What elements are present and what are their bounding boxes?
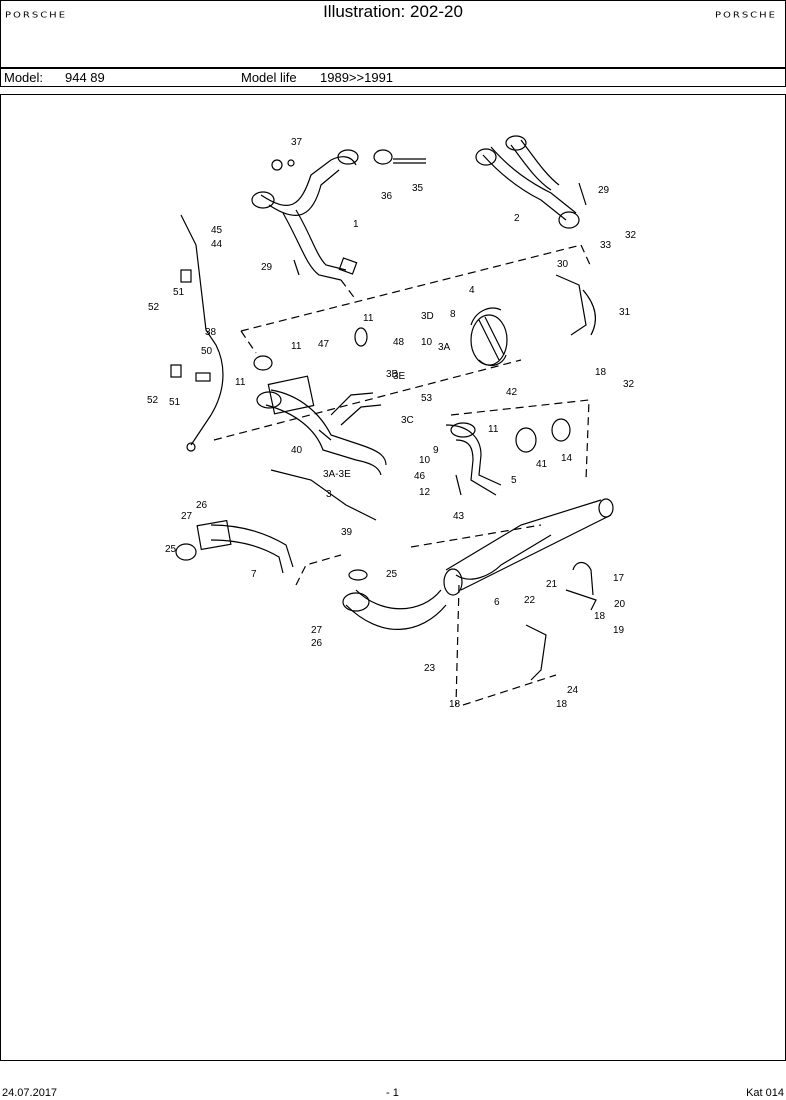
callout-32: 32 (623, 379, 635, 390)
callout-4: 4 (469, 285, 475, 296)
callout-8: 8 (450, 309, 456, 320)
callout-45: 45 (211, 225, 223, 236)
callout-43: 43 (453, 511, 465, 522)
model-label: Model: (4, 70, 44, 85)
exhaust-system-drawing (170, 135, 614, 706)
callout-51: 51 (173, 287, 185, 298)
callout-3b: 3B (386, 369, 399, 380)
callout-32: 32 (625, 230, 637, 241)
callout-22: 22 (524, 595, 536, 606)
header: PORSCHE Illustration: 202-20 PORSCHE (0, 0, 786, 68)
callout-36: 36 (381, 191, 393, 202)
manifold-part-2 (475, 135, 580, 229)
callout-46: 46 (414, 471, 426, 482)
front-pipe-assembly (253, 327, 387, 476)
part-7-lower-pipes (175, 519, 447, 630)
callout-25: 25 (386, 569, 398, 580)
callout-11: 11 (291, 341, 302, 352)
callout-27: 27 (311, 625, 323, 636)
callout-40: 40 (291, 445, 303, 456)
callout-48: 48 (393, 337, 405, 348)
callout-35: 35 (412, 183, 424, 194)
callout-44: 44 (211, 239, 223, 250)
callout-3e: 3E (393, 371, 406, 382)
part-5-pipe (445, 418, 571, 496)
callout-29: 29 (261, 262, 273, 273)
callout-10: 10 (421, 337, 433, 348)
callout-26: 26 (311, 638, 323, 649)
callout-3c: 3C (401, 415, 414, 426)
callout-31: 31 (619, 307, 631, 318)
model-life-label: Model life (241, 70, 297, 85)
callout-2: 2 (514, 213, 520, 224)
model-value: 944 89 (65, 70, 105, 85)
callout-17: 17 (613, 573, 625, 584)
callout-33: 33 (600, 240, 612, 251)
callout-6: 6 (494, 597, 500, 608)
callout-42: 42 (506, 387, 518, 398)
callout-18: 18 (595, 367, 607, 378)
callout-11: 11 (363, 313, 374, 324)
callout-29: 29 (598, 185, 610, 196)
page-title: Illustration: 202-20 (323, 2, 463, 21)
part-6-catalytic-converter (443, 498, 614, 596)
part-38-sensor-lead (180, 214, 377, 521)
callout-50: 50 (201, 346, 213, 357)
top-fasteners (271, 149, 587, 276)
brackets (170, 269, 597, 681)
callout-47: 47 (318, 339, 330, 350)
callout-18: 18 (594, 611, 606, 622)
callout-52: 52 (148, 302, 160, 313)
callout-23: 23 (424, 663, 436, 674)
callout-53: 53 (421, 393, 433, 404)
manifold-part-1 (251, 149, 359, 281)
callout-3a: 3A (438, 342, 451, 353)
callout-14: 14 (561, 453, 573, 464)
part-4-cat-housing (470, 307, 508, 367)
footer-page: - 1 (386, 1087, 399, 1099)
footer-date: 24.07.2017 (2, 1087, 58, 1099)
callout-21: 21 (546, 579, 558, 590)
callout-7: 7 (251, 569, 257, 580)
callout-1: 1 (353, 219, 359, 230)
callout-9: 9 (433, 445, 439, 456)
callout-12: 12 (419, 487, 431, 498)
callout-51: 51 (169, 397, 181, 408)
callout-38: 38 (205, 327, 217, 338)
callout-11: 11 (235, 377, 246, 388)
callout-26: 26 (196, 500, 208, 511)
callout-3a-3e: 3A-3E (323, 469, 351, 480)
callout-11: 11 (488, 424, 499, 435)
callout-52: 52 (147, 395, 159, 406)
callout-18: 18 (449, 699, 461, 710)
callout-labels: 1233A3A-3E3B3C3D3E4567891010111111111214… (147, 137, 637, 710)
porsche-logo-right: PORSCHE (714, 11, 777, 20)
callout-10: 10 (419, 455, 431, 466)
callout-3: 3 (326, 489, 332, 500)
callout-30: 30 (557, 259, 569, 270)
callout-37: 37 (291, 137, 303, 148)
footer-catalog: Kat 014 (746, 1087, 784, 1099)
model-info-bar: Model: 944 89 Model life 1989>>1991 (0, 68, 786, 87)
callout-27: 27 (181, 511, 193, 522)
callout-39: 39 (341, 527, 353, 538)
callout-20: 20 (614, 599, 626, 610)
callout-3d: 3D (421, 311, 434, 322)
model-life-value: 1989>>1991 (320, 70, 394, 85)
callout-24: 24 (567, 685, 579, 696)
callout-41: 41 (536, 459, 548, 470)
porsche-logo-left: PORSCHE (5, 11, 68, 20)
callout-18: 18 (556, 699, 568, 710)
group-dashed-outline (213, 244, 592, 706)
callout-19: 19 (613, 625, 625, 636)
callout-5: 5 (511, 475, 517, 486)
callout-25: 25 (165, 544, 177, 555)
